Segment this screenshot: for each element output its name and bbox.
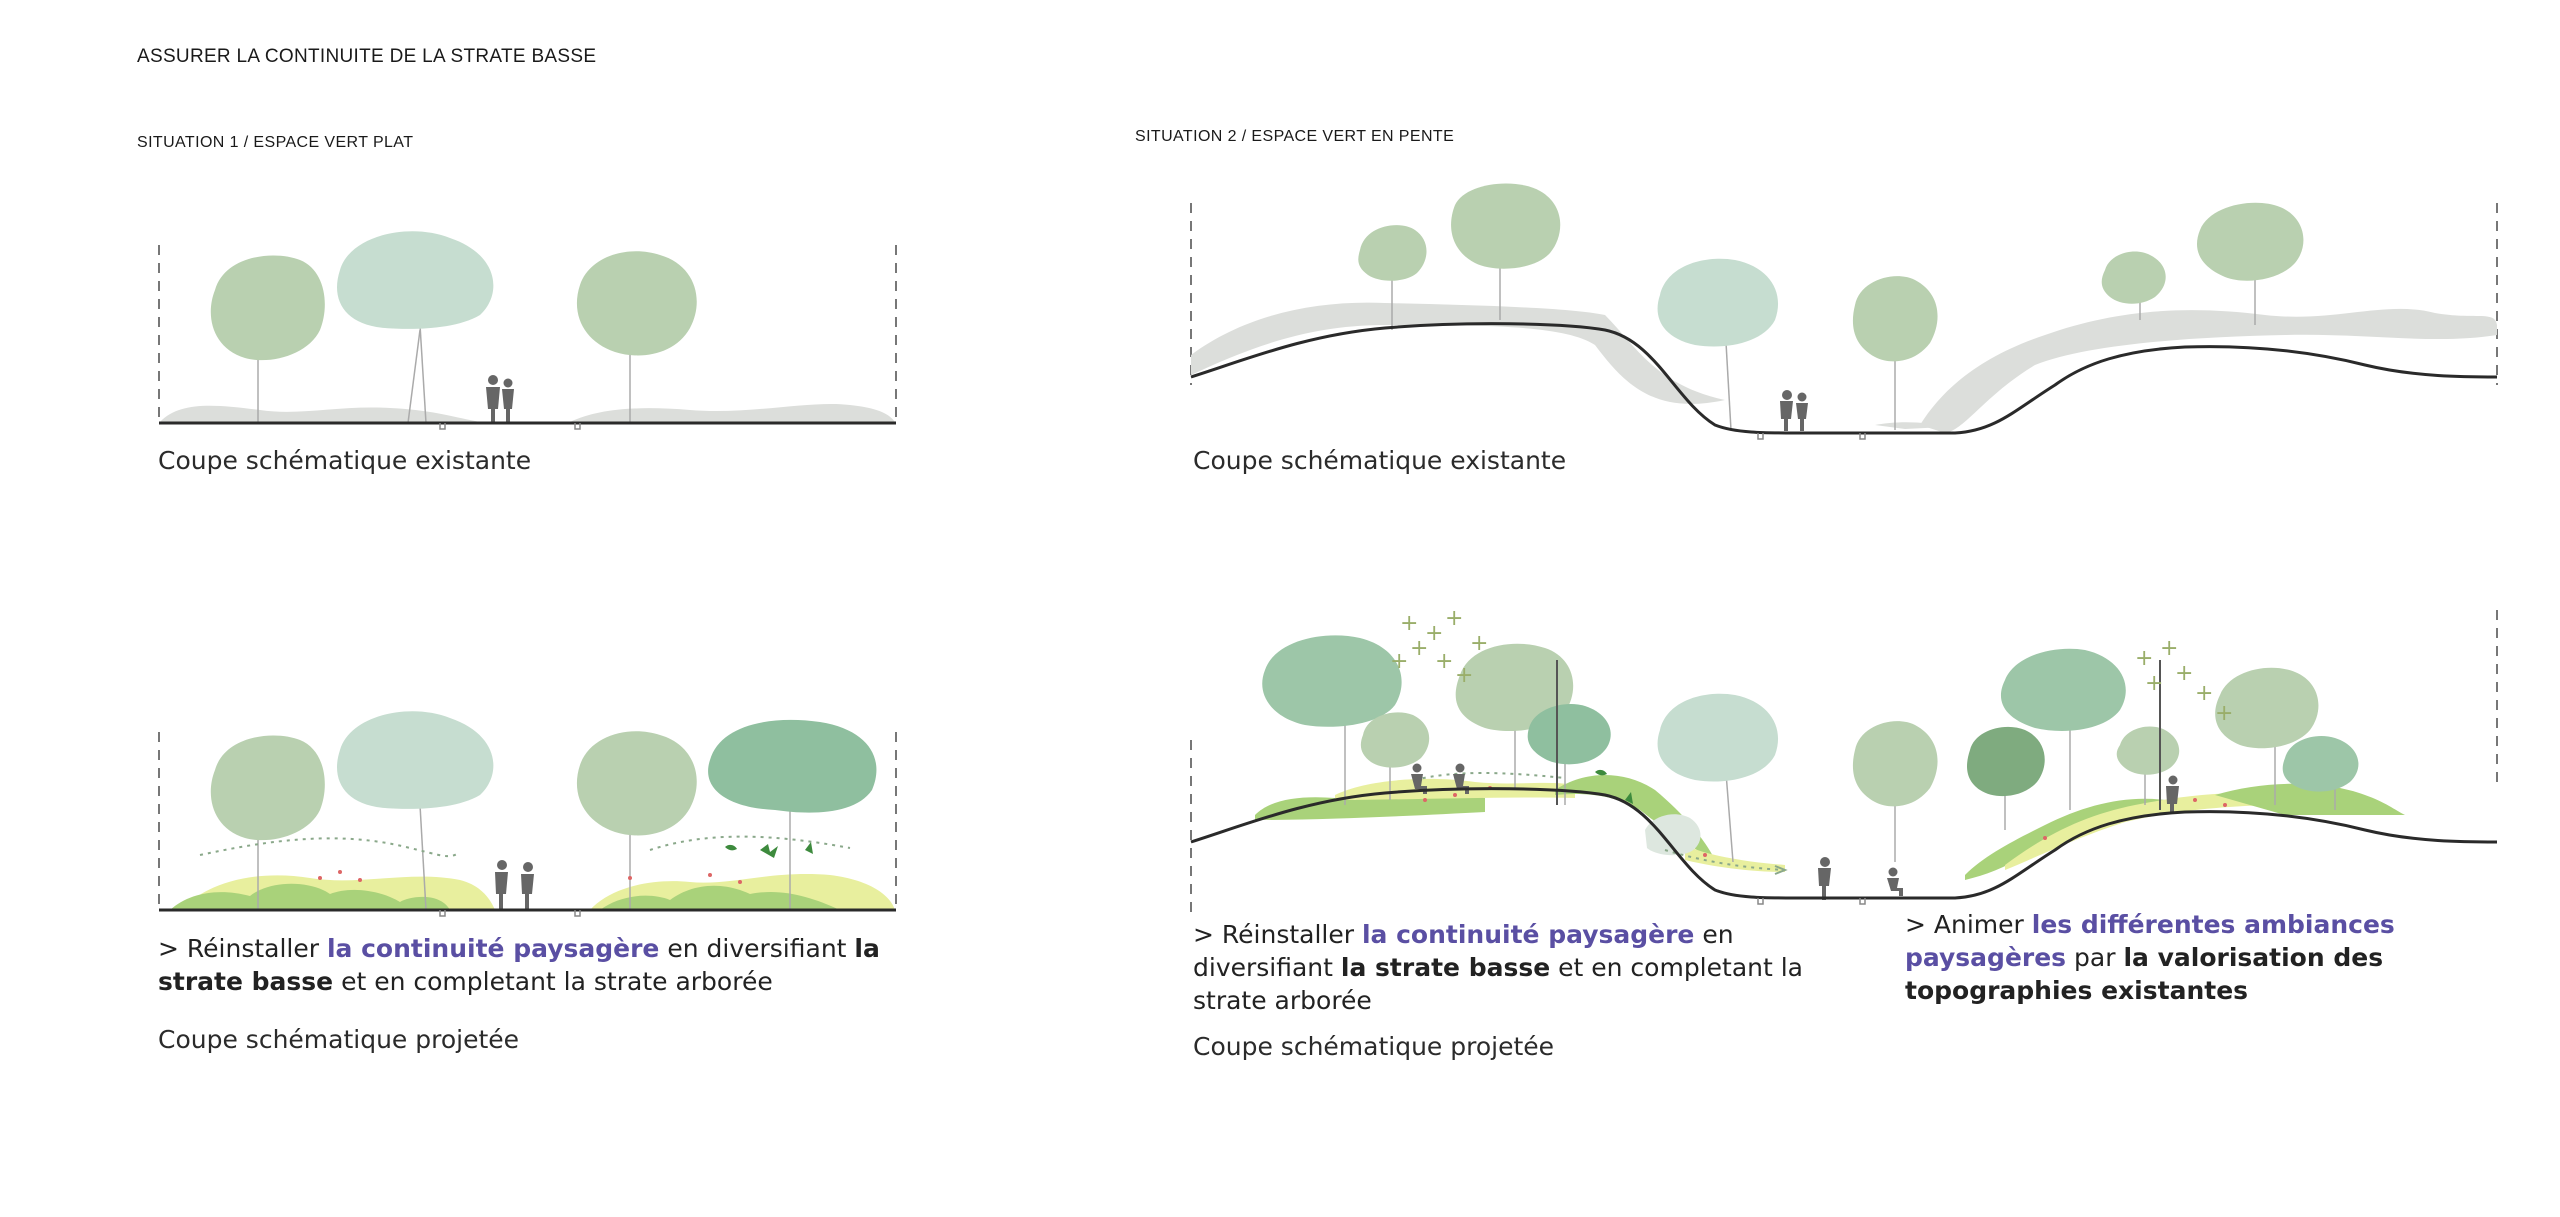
svg-text:+: + (1425, 621, 1443, 646)
section-1-existing-diagram (158, 231, 897, 430)
tree-canopy (1360, 712, 1430, 768)
wildlife-path (199, 837, 461, 858)
pollinator-icons: ++++++++ ++++++ (1390, 606, 2233, 726)
caption-situation-1-existing: Coupe schématique existante (158, 446, 532, 475)
svg-text:+: + (2175, 661, 2193, 686)
low-vegetation-grey (570, 403, 895, 422)
caption-situation-1-projected: Coupe schématique projetée (158, 1025, 520, 1054)
caption-situation-2-existing: Coupe schématique existante (1193, 446, 1567, 475)
statement-situation-2-right: > Animer les différentes ambiances paysa… (1905, 910, 2395, 1005)
wildlife-icon (1595, 769, 1633, 804)
tree-canopy (1455, 643, 1574, 732)
meadow-green (2215, 783, 2405, 815)
svg-text:+: + (1445, 606, 1463, 631)
meadow-yellow (1685, 845, 1785, 872)
svg-text:+: + (2160, 636, 2178, 661)
people-silhouette (486, 375, 514, 423)
wildlife-icon (725, 842, 813, 858)
statement-situation-2-left: > Réinstaller la continuité paysagère en… (1193, 920, 1803, 1015)
tree-canopy (2116, 726, 2180, 775)
tree-canopy (210, 735, 325, 841)
tree-canopy (337, 231, 494, 329)
page-title: ASSURER LA CONTINUITE DE LA STRATE BASSE (137, 46, 597, 67)
svg-text:+: + (2135, 646, 2153, 671)
tree-canopy (1451, 183, 1561, 269)
section-2-projected-diagram: ++++++++ ++++++ (1190, 606, 2498, 920)
svg-text:+: + (1390, 649, 1408, 674)
wildlife-path (649, 835, 851, 851)
ground-profile (1190, 787, 2498, 900)
ground-profile (1190, 322, 2498, 435)
tree-canopy (1358, 225, 1427, 281)
low-vegetation-grey (160, 405, 480, 422)
people-silhouette (1780, 390, 1808, 431)
tree-canopy (2101, 251, 2166, 304)
meadow-green (600, 885, 840, 910)
people-silhouette (495, 860, 534, 910)
tree-canopy (210, 255, 325, 361)
section-2-existing-diagram (1190, 183, 2498, 440)
tree-canopy (576, 731, 697, 836)
caption-situation-2-projected: Coupe schématique projetée (1193, 1032, 1555, 1061)
svg-text:+: + (1410, 636, 1428, 661)
svg-text:+: + (1455, 663, 1473, 688)
tree-canopy (2215, 667, 2319, 749)
tree-canopy-dark (1527, 704, 1611, 765)
tree-canopy-dark (1967, 726, 2045, 797)
tree-canopy (337, 711, 494, 809)
situation-1-title: SITUATION 1 / ESPACE VERT PLAT (137, 134, 414, 151)
tree-canopy (1645, 814, 1701, 856)
wildlife-path (1414, 772, 1566, 781)
svg-text:+: + (2215, 701, 2233, 726)
svg-text:+: + (1435, 649, 1453, 674)
tree-canopy (2196, 202, 2304, 281)
tree-canopy-dark (708, 719, 877, 813)
tree-canopy (1852, 276, 1938, 362)
svg-text:+: + (1470, 631, 1488, 656)
svg-text:+: + (1400, 611, 1418, 636)
tree-canopy-dark (2282, 736, 2359, 792)
svg-text:+: + (2145, 671, 2163, 696)
svg-text:+: + (2195, 681, 2213, 706)
flower-dots (318, 870, 742, 884)
tree-canopy (1852, 721, 1938, 807)
statement-situation-1: > Réinstaller la continuité paysagère en… (158, 934, 880, 996)
tree-canopy-dark (2000, 648, 2126, 731)
low-vegetation-grey (1920, 308, 2497, 433)
tree-canopy (1657, 693, 1779, 782)
section-1-projected-diagram (158, 711, 897, 917)
tree-canopy (576, 251, 697, 356)
situation-2-title: SITUATION 2 / ESPACE VERT EN PENTE (1135, 128, 1455, 145)
meadow-green (170, 883, 450, 910)
tree-canopy (1657, 258, 1779, 347)
tree-canopy-dark (1262, 635, 1402, 727)
